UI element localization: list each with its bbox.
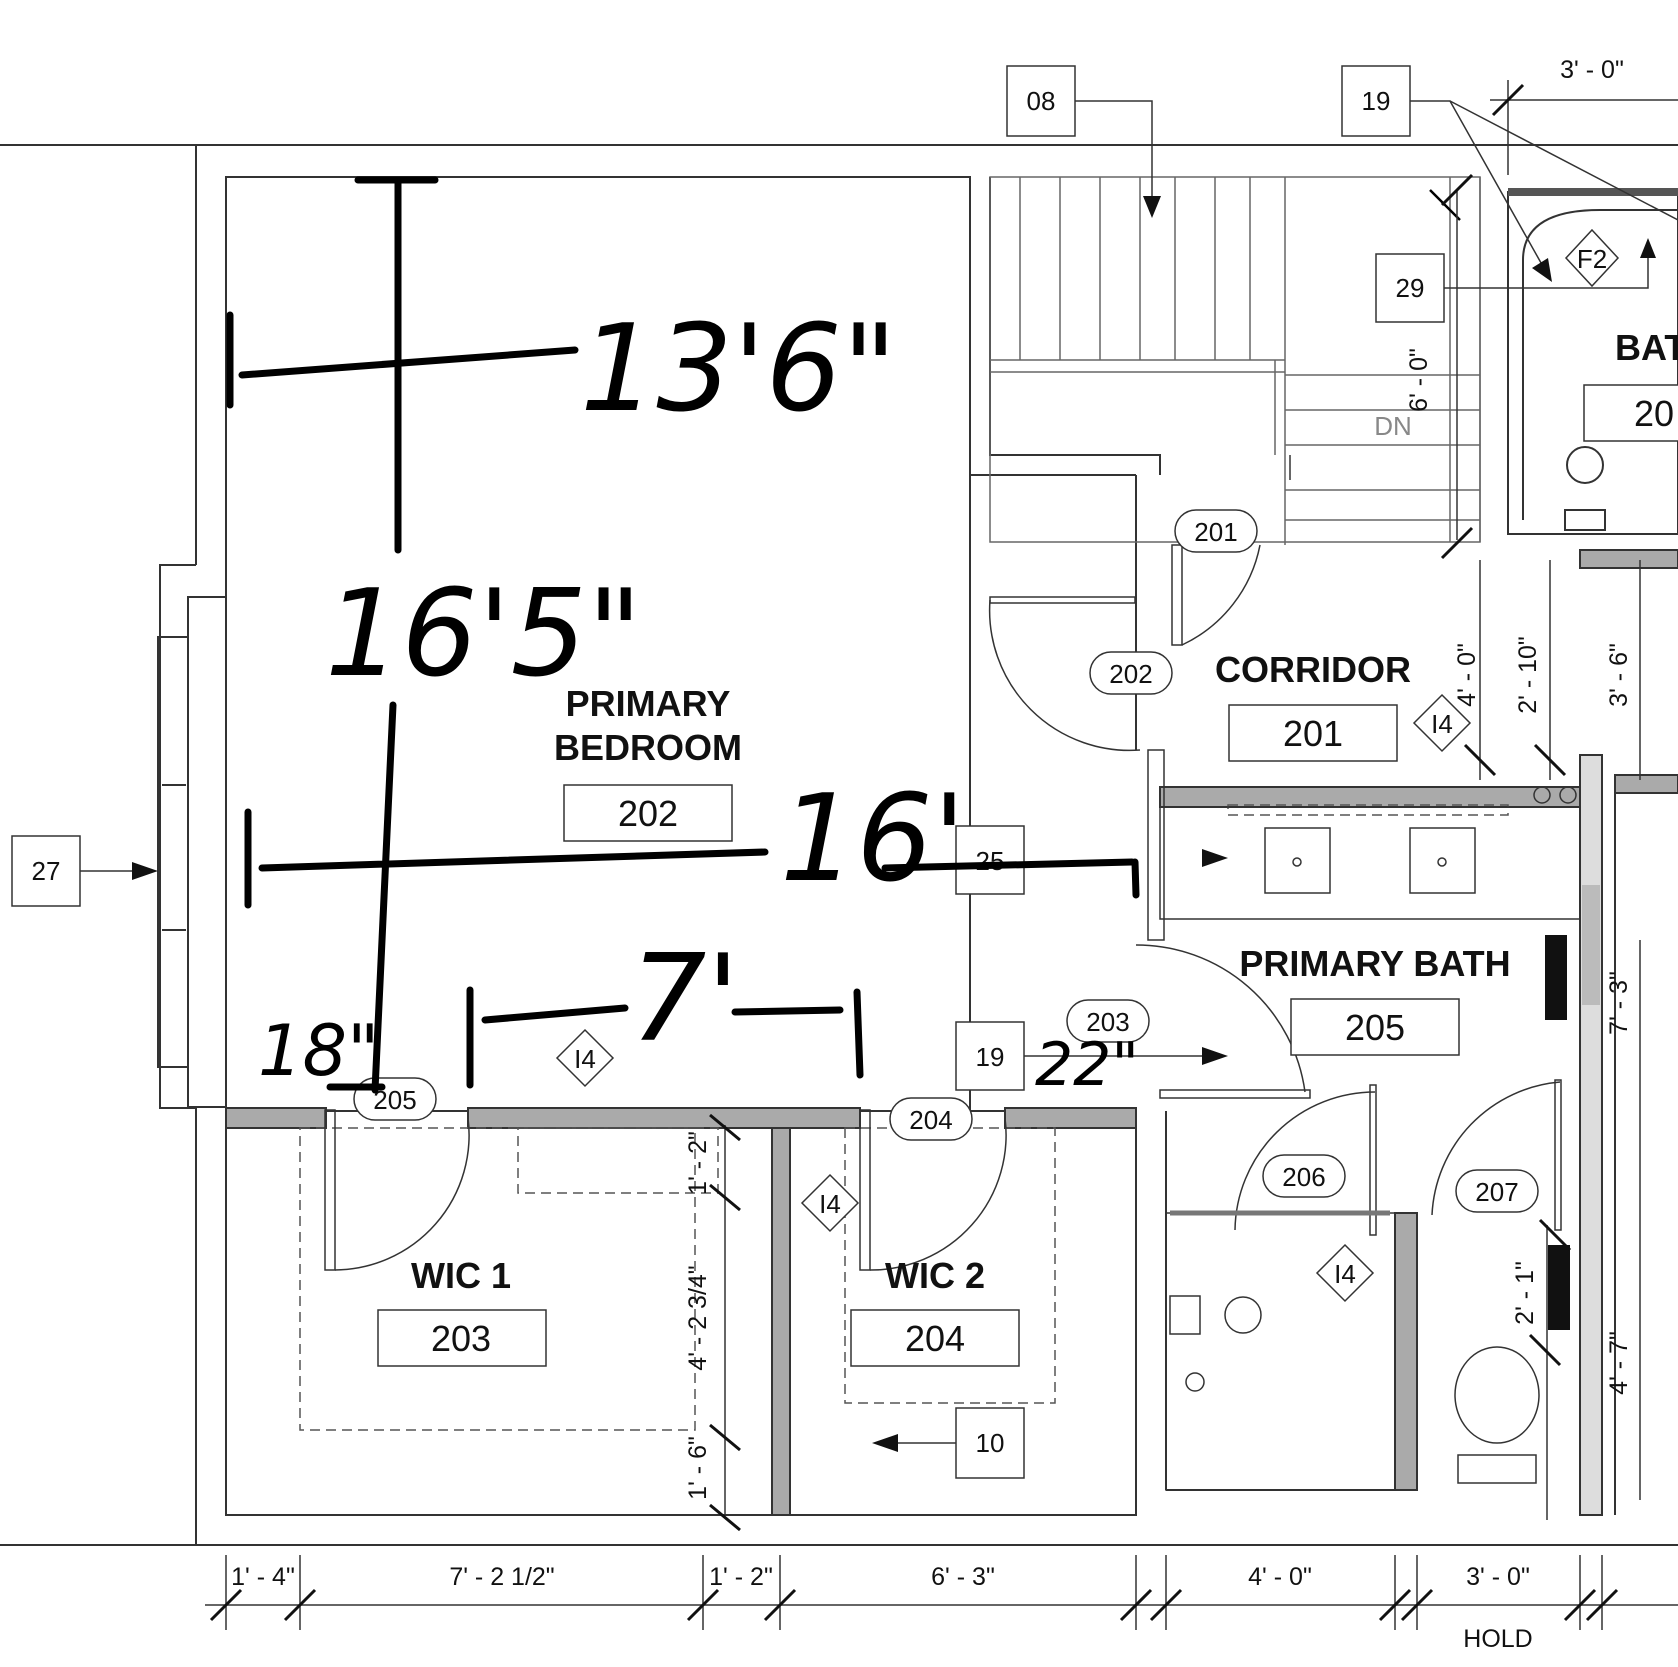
room-number-202: 202 (618, 793, 678, 834)
handwritten-13-6: 13'6" (580, 300, 897, 439)
dim-bottom-5: 4' - 0" (1248, 1563, 1312, 1591)
dim-bottom-1: 1' - 4" (231, 1563, 295, 1591)
dim-bottom-4: 6' - 3" (931, 1563, 995, 1591)
dim-vert-4-7: 4' - 7" (1605, 1331, 1633, 1395)
finish-tag-bath: I4 (1334, 1259, 1356, 1289)
handwritten-18: 18" (258, 1010, 379, 1092)
dim-vert-1-2: 1' - 2" (684, 1131, 712, 1195)
vanity (1147, 749, 1581, 941)
door-tag-202: 202 (1109, 659, 1152, 689)
keynote-10: 10 (976, 1428, 1005, 1458)
dim-vert-2-10: 2' - 10" (1514, 636, 1542, 714)
room-number-partial: 20 (1634, 393, 1674, 434)
doors (324, 544, 1562, 1271)
dim-vert-3-6: 3' - 6" (1605, 643, 1633, 707)
room-number-204: 204 (905, 1318, 965, 1359)
finish-tag-corridor: I4 (1431, 709, 1453, 739)
handwritten-16: 16' (780, 770, 966, 909)
keynote-08: 08 (1027, 86, 1056, 116)
handwritten-22: 22" (1035, 1030, 1139, 1100)
handwritten-7: 7' (630, 930, 739, 1069)
finish-tag-bedroom: I4 (574, 1044, 596, 1074)
keynote-19: 19 (976, 1042, 1005, 1072)
finish-tags (555, 228, 1620, 1303)
shower-and-toilet (1165, 1210, 1540, 1491)
room-name-wic-2: WIC 2 (885, 1255, 985, 1296)
room-name-primary-bedroom-line2: BEDROOM (554, 727, 742, 768)
room-number-203: 203 (431, 1318, 491, 1359)
interior-walls (225, 549, 1678, 1516)
door-tag-201: 201 (1194, 517, 1237, 547)
room-number-box-203 (377, 1309, 547, 1367)
keynote-25: 25 (976, 846, 1005, 876)
room-name-corridor: CORRIDOR (1215, 649, 1411, 690)
bathtub (1507, 188, 1678, 535)
dim-top: 3' - 0" (1560, 56, 1624, 84)
dim-vert-4-2-3-4: 4' - 2 3/4" (684, 1265, 712, 1370)
dim-vert-2-1: 2' - 1" (1511, 1261, 1539, 1325)
room-number-box-partial (1583, 384, 1678, 442)
dim-vert-1-6: 1' - 6" (684, 1436, 712, 1500)
room-number-box-201 (1228, 704, 1398, 762)
finish-tag-wic: I4 (819, 1189, 841, 1219)
leader-arrowheads (132, 196, 1656, 1452)
room-number-201: 201 (1283, 713, 1343, 754)
hold-label: HOLD (1463, 1625, 1532, 1653)
door-tag-207: 207 (1475, 1177, 1518, 1207)
stair (989, 176, 1481, 545)
room-number-205: 205 (1345, 1007, 1405, 1048)
dim-vert-7-3: 7' - 3" (1605, 971, 1633, 1035)
stair-dn-label: DN (1374, 411, 1412, 441)
room-name-primary-bath: PRIMARY BATH (1239, 943, 1510, 984)
room-number-box-205 (1290, 998, 1460, 1056)
dim-bottom-6: 3' - 0" (1466, 1563, 1530, 1591)
dim-bottom-2: 7' - 2 1/2" (449, 1563, 554, 1591)
room-name-bath-partial: BAT (1615, 327, 1678, 368)
handwritten-markup (226, 176, 1140, 1094)
door-tag-204: 204 (909, 1105, 952, 1135)
keynote-29: 29 (1396, 273, 1425, 303)
room-number-box-204 (850, 1309, 1020, 1367)
dim-bottom-3: 1' - 2" (709, 1563, 773, 1591)
room-name-primary-bedroom-line1: PRIMARY (566, 683, 731, 724)
keynote-27: 27 (32, 856, 61, 886)
window-west (157, 564, 227, 1109)
keynotes (11, 65, 1445, 1479)
room-number-box-202 (563, 784, 733, 842)
handwritten-16-5: 16'5" (325, 565, 642, 704)
door-tag-203: 203 (1086, 1007, 1129, 1037)
door-tag-206: 206 (1282, 1162, 1325, 1192)
keynote-leaders (80, 100, 1678, 1444)
dimension-ticks (209, 83, 1619, 1622)
dim-vert-stair: 6' - 0" (1405, 348, 1433, 412)
room-name-wic-1: WIC 1 (411, 1255, 511, 1296)
keynote-19-top: 19 (1362, 86, 1391, 116)
dimension-lines (205, 80, 1678, 1630)
dim-vert-corridor: 4' - 0" (1453, 643, 1481, 707)
finish-tag-f2: F2 (1577, 244, 1607, 274)
